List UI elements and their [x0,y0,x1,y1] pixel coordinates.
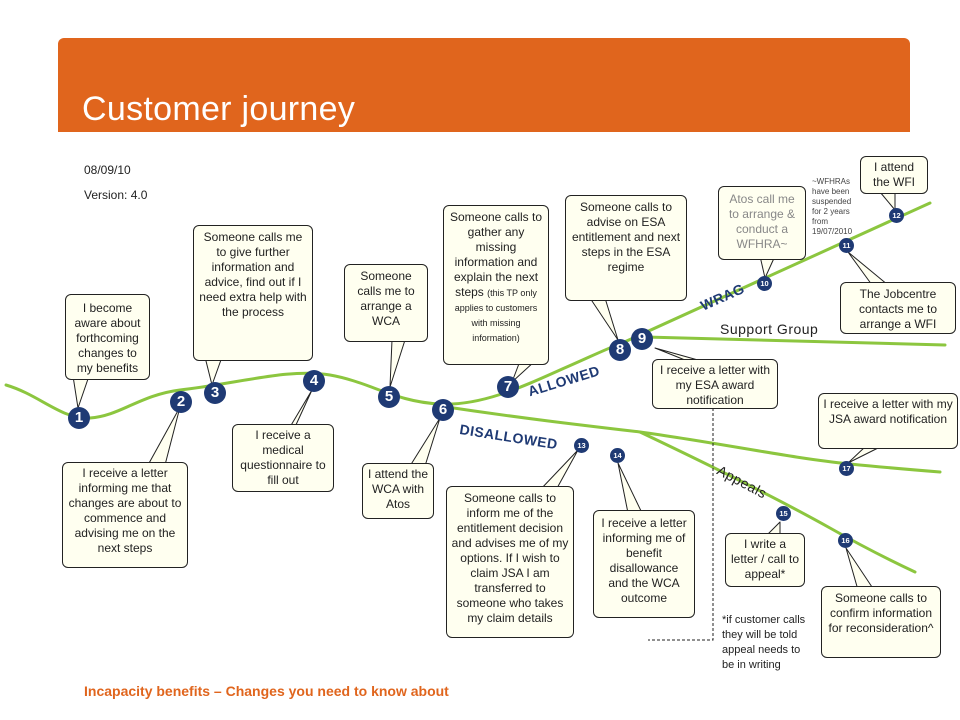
wfhra-note: ~WFHRAs have been suspended for 2 years … [812,177,853,236]
disallowed-path [438,404,942,474]
callout-step-4: I receive a medical questionnaire to fil… [232,424,334,492]
pointer-12 [879,191,896,211]
dashed-connector [648,408,714,641]
marker-4: 4 [303,370,325,392]
pointer-4 [289,389,313,428]
marker-7: 7 [497,376,519,398]
marker-16: 16 [838,533,853,548]
footer-text: Incapacity benefits – Changes you need t… [84,683,449,699]
pointer-11 [847,251,889,286]
marker-17: 17 [839,461,854,476]
date-label: 08/09/10 [84,163,131,177]
marker-5: 5 [378,386,400,408]
callout-step-14: I receive a letter informing me of benef… [593,510,695,618]
callout-step-15: I write a letter / call to appeal* [725,533,805,587]
marker-14: 14 [610,448,625,463]
pointer-5 [389,339,406,388]
pointer-2 [147,406,181,466]
marker-2: 2 [170,391,192,413]
pointer-3 [204,356,223,386]
header-banner [58,38,910,132]
marker-15: 15 [776,506,791,521]
callout-step-17: I receive a letter with my JSA award not… [818,393,958,449]
marker-10: 10 [757,276,772,291]
callout-step-1: I become aware about forthcoming changes… [65,294,150,380]
marker-9: 9 [631,328,653,350]
support-group-path [643,335,947,347]
pointer-6 [409,417,441,467]
callout-step-7: Someone calls to gather any missing info… [443,205,549,365]
callout-step-5: Someone calls me to arrange a WCA [344,264,428,342]
callout-step-16: Someone calls to confirm information for… [821,586,941,658]
version-label: Version: 4.0 [84,188,148,202]
marker-11: 11 [839,238,854,253]
callout-step-7-text: Someone calls to gather any missing info… [449,210,543,299]
callout-step-13: Someone calls to inform me of the entitl… [446,486,574,638]
pointer-13 [539,449,579,491]
marker-8: 8 [609,339,631,361]
callout-step-9: I receive a letter with my ESA award not… [652,359,778,409]
marker-6: 6 [432,399,454,421]
callout-step-2: I receive a letter informing me that cha… [62,462,188,568]
main-path [4,342,622,420]
marker-3: 3 [204,382,226,404]
pointer-1 [72,375,90,409]
appeals-path [638,430,917,574]
callout-step-3: Someone calls me to give further informa… [193,225,313,361]
wrag-path [618,201,932,346]
marker-12: 12 [889,208,904,223]
pointer-16 [845,547,875,591]
callout-step-6: I attend the WCA with Atos [362,463,434,519]
page-title: Customer journey [82,90,356,128]
callout-step-8: Someone calls to advise on ESA entitleme… [565,195,687,301]
callout-step-11: The Jobcentre contacts me to arrange a W… [840,282,956,334]
pointer-14 [617,462,643,514]
callout-step-10: Atos call me to arrange & conduct a WFHR… [718,186,806,260]
pointer-8 [589,297,619,341]
label-support-group: Support Group [720,321,819,337]
marker-1: 1 [68,407,90,429]
marker-13: 13 [574,438,589,453]
callout-step-12: I attend the WFI [860,156,928,194]
callout-step-7-small: (this TP only applies to customers with … [454,288,538,343]
appeal-note: *if customer calls they will be told app… [722,614,806,671]
